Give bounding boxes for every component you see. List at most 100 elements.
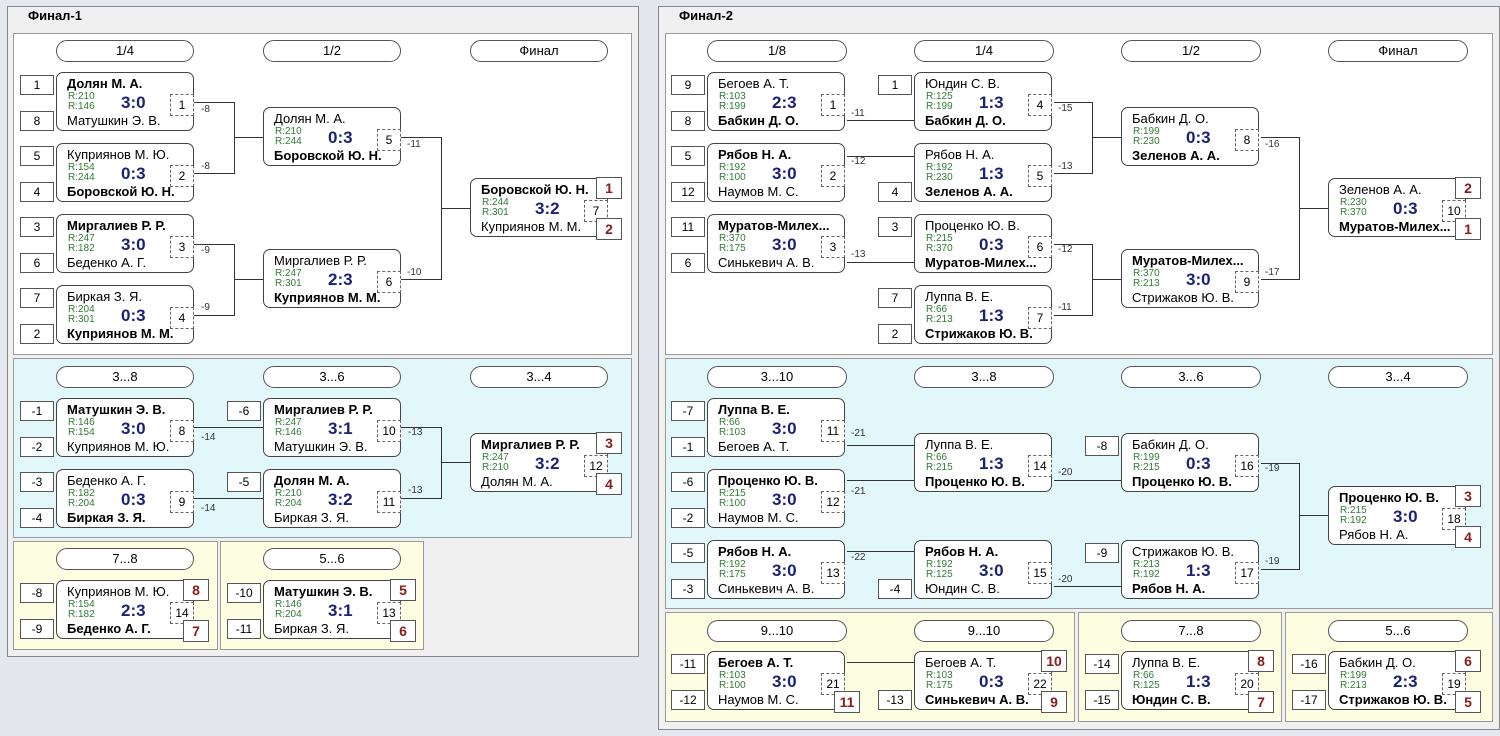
rating: R:247 (482, 452, 509, 463)
bracket-line (847, 480, 914, 481)
match-card[interactable]: Бабкин Д. О. R:199 R:213 2:3 19 Стрижако… (1328, 651, 1466, 710)
match-card[interactable]: Муратов-Милех... R:370 R:175 3:0 3 Синьк… (707, 214, 845, 273)
match-card[interactable]: Проценко Ю. В. R:215 R:100 3:0 12 Наумов… (707, 469, 845, 528)
match-card[interactable]: Луппа В. Е. R:66 R:125 1:3 20 Юндин С. В… (1121, 651, 1259, 710)
player-name: Куприянов М. М. (481, 219, 582, 234)
match-card[interactable]: Рябов Н. А. R:192 R:175 3:0 13 Синькевич… (707, 540, 845, 599)
rating: R:213 (1133, 559, 1160, 570)
match-card[interactable]: Рябов Н. А. R:192 R:125 3:0 15 Юндин С. … (914, 540, 1052, 599)
match-card[interactable]: Беденко А. Г. R:182 R:204 0:3 9 Биркая З… (56, 469, 194, 528)
match-card[interactable]: Луппа В. Е. R:66 R:103 3:0 11 Бегоев А. … (707, 398, 845, 457)
match-card[interactable]: Луппа В. Е. R:66 R:215 1:3 14 Проценко Ю… (914, 433, 1052, 492)
match-card[interactable]: Миргалиев Р. Р. R:247 R:146 3:1 10 Матуш… (263, 398, 401, 457)
match-score: 1:3 (979, 93, 1004, 112)
match-card[interactable]: Миргалиев Р. Р. R:247 R:301 2:3 6 Куприя… (263, 249, 401, 308)
place-badge: 6 (390, 620, 416, 642)
seed-box: 6 (20, 253, 54, 273)
match-card[interactable]: Матушкин Э. В. R:146 R:154 3:0 8 Куприян… (56, 398, 194, 457)
seed-box: -11 (671, 654, 705, 674)
match-number: 2 (170, 165, 194, 187)
match-number: 17 (1235, 562, 1259, 584)
rating: R:182 (68, 609, 95, 620)
place-badge: 2 (1455, 177, 1481, 199)
bracket-line (1054, 244, 1092, 245)
match-card[interactable]: Зеленов А. А. R:230 R:370 0:3 10 Муратов… (1328, 178, 1466, 237)
match-card[interactable]: Куприянов М. Ю. R:154 R:244 0:3 2 Боровс… (56, 143, 194, 202)
match-card[interactable]: Бегоев А. Т. R:103 R:100 3:0 21 Наумов М… (707, 651, 845, 710)
bracket-line (194, 315, 234, 316)
bracket-line (234, 137, 263, 138)
round-header: 3...6 (1121, 366, 1261, 388)
match-card[interactable]: Куприянов М. Ю. R:154 R:182 2:3 14 Беден… (56, 580, 194, 639)
rating: R:230 (1340, 197, 1367, 208)
rating: R:66 (926, 304, 948, 315)
match-number: 6 (377, 271, 401, 293)
match-card[interactable]: Луппа В. Е. R:66 R:213 1:3 7 Стрижаков Ю… (914, 285, 1052, 344)
rating: R:103 (719, 670, 746, 681)
rating: R:103 (719, 427, 746, 438)
bracket-line (194, 173, 234, 174)
player-name: Муратов-Милех... (1132, 253, 1244, 268)
seed-box: -17 (1292, 690, 1326, 710)
rating: R:125 (926, 569, 953, 580)
match-card[interactable]: Матушкин Э. В. R:146 R:204 3:1 13 Биркая… (263, 580, 401, 639)
match-card[interactable]: Проценко Ю. В. R:215 R:370 0:3 6 Муратов… (914, 214, 1052, 273)
place-badge: 8 (1248, 650, 1274, 672)
match-card[interactable]: Рябов Н. А. R:192 R:230 1:3 5 Зеленов А.… (914, 143, 1052, 202)
round-header: 5...6 (263, 548, 401, 570)
rating: R:301 (275, 278, 302, 289)
loser-label: -15 (1058, 103, 1073, 114)
match-card[interactable]: Долян М. А. R:210 R:204 3:2 11 Биркая З.… (263, 469, 401, 528)
match-number: 11 (821, 420, 845, 442)
rating: R:213 (1340, 680, 1367, 691)
match-card[interactable]: Биркая З. Я. R:204 R:301 0:3 4 Куприянов… (56, 285, 194, 344)
match-score: 0:3 (121, 490, 146, 509)
match-number: 13 (377, 602, 401, 624)
match-score: 3:0 (121, 235, 146, 254)
rating: R:213 (926, 314, 953, 325)
match-number: 13 (821, 562, 845, 584)
match-card[interactable]: Миргалиев Р. Р. R:247 R:210 3:2 12 Долян… (470, 433, 608, 492)
match-card[interactable]: Проценко Ю. В. R:215 R:192 3:0 18 Рябов … (1328, 486, 1466, 545)
match-card[interactable]: Юндин С. В. R:125 R:199 1:3 4 Бабкин Д. … (914, 72, 1052, 131)
player-name: Бегоев А. Т. (925, 655, 997, 670)
match-card[interactable]: Долян М. А. R:210 R:146 3:0 1 Матушкин Э… (56, 72, 194, 131)
match-card[interactable]: Бабкин Д. О. R:199 R:215 0:3 16 Проценко… (1121, 433, 1259, 492)
match-card[interactable]: Бегоев А. Т. R:103 R:199 2:3 1 Бабкин Д.… (707, 72, 845, 131)
match-card[interactable]: Миргалиев Р. Р. R:247 R:182 3:0 3 Беденк… (56, 214, 194, 273)
place-badge: 4 (596, 473, 622, 495)
match-number: 7 (1028, 307, 1052, 329)
match-score: 3:0 (772, 235, 797, 254)
match-card[interactable]: Бабкин Д. О. R:199 R:230 0:3 8 Зеленов А… (1121, 107, 1259, 166)
match-card[interactable]: Муратов-Милех... R:370 R:213 3:0 9 Стриж… (1121, 249, 1259, 308)
match-card[interactable]: Рябов Н. А. R:192 R:100 3:0 2 Наумов М. … (707, 143, 845, 202)
place-badge: 6 (1455, 650, 1481, 672)
match-score: 3:2 (328, 490, 353, 509)
rating: R:247 (275, 417, 302, 428)
player-name: Бабкин Д. О. (925, 113, 1006, 128)
player-name: Стрижаков Ю. В. (1339, 692, 1447, 707)
seed-box: 9 (671, 75, 705, 95)
loser-label: -12 (1058, 244, 1073, 255)
rating: R:199 (1133, 126, 1160, 137)
match-card[interactable]: Бегоев А. Т. R:103 R:175 0:3 22 Синькеви… (914, 651, 1052, 710)
loser-label: -9 (201, 245, 210, 256)
seed-box: 8 (20, 111, 54, 131)
place-badge: 11 (834, 691, 860, 713)
rating: R:215 (926, 233, 953, 244)
place-badge: 1 (1455, 218, 1481, 240)
loser-label: -17 (1265, 267, 1280, 278)
rating: R:247 (68, 233, 95, 244)
match-card[interactable]: Долян М. А. R:210 R:244 0:3 5 Боровской … (263, 107, 401, 166)
round-header: 5...6 (1328, 620, 1468, 642)
match-score: 3:2 (535, 199, 560, 218)
bracket-line (1092, 279, 1121, 280)
bracket-line (1261, 463, 1299, 464)
place-badge: 10 (1041, 650, 1067, 672)
match-score: 1:3 (1186, 672, 1211, 691)
place-badge: 7 (183, 620, 209, 642)
bracket-line (1054, 586, 1121, 587)
player-name: Рябов Н. А. (1132, 581, 1206, 596)
match-card[interactable]: Стрижаков Ю. В. R:213 R:192 1:3 17 Рябов… (1121, 540, 1259, 599)
match-card[interactable]: Боровской Ю. Н. R:244 R:301 3:2 7 Куприя… (470, 178, 608, 237)
